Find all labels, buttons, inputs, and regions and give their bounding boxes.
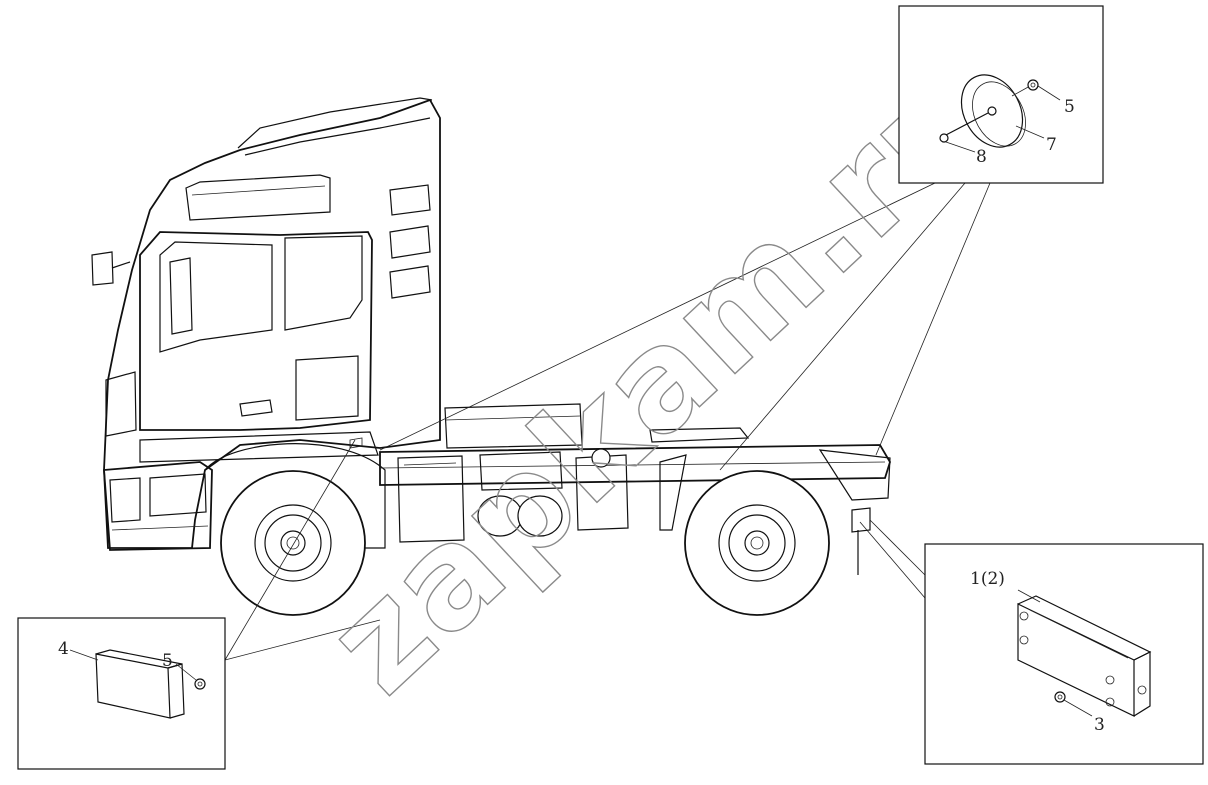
side-reflector-icon	[95, 649, 185, 719]
front-wheel	[204, 443, 386, 616]
rear-lamp-icon	[1017, 595, 1152, 717]
truck-cab	[91, 97, 441, 551]
callout-3: 3	[1094, 715, 1105, 735]
callout-5-bottom: 5	[162, 651, 173, 671]
leader-lines	[224, 182, 991, 661]
detail-box-side-reflector: 4 5	[17, 617, 226, 770]
callout-4: 4	[58, 639, 69, 659]
nut-icon	[1054, 691, 1066, 703]
nut-icon	[194, 678, 206, 690]
callout-5-top: 5	[1064, 97, 1075, 117]
callout-1-2: 1(2)	[970, 569, 1005, 589]
detail-box-rear-lamp: 1(2) 3	[924, 543, 1204, 765]
truck-chassis	[379, 403, 891, 575]
truck-drawing	[91, 97, 991, 661]
rear-wheel	[684, 470, 830, 616]
nut-icon	[1011, 79, 1039, 97]
callout-8: 8	[976, 147, 987, 167]
bolt-icon	[939, 112, 989, 143]
detail-box-round-reflector: 5 7 8	[898, 5, 1104, 184]
callout-7: 7	[1046, 135, 1057, 155]
